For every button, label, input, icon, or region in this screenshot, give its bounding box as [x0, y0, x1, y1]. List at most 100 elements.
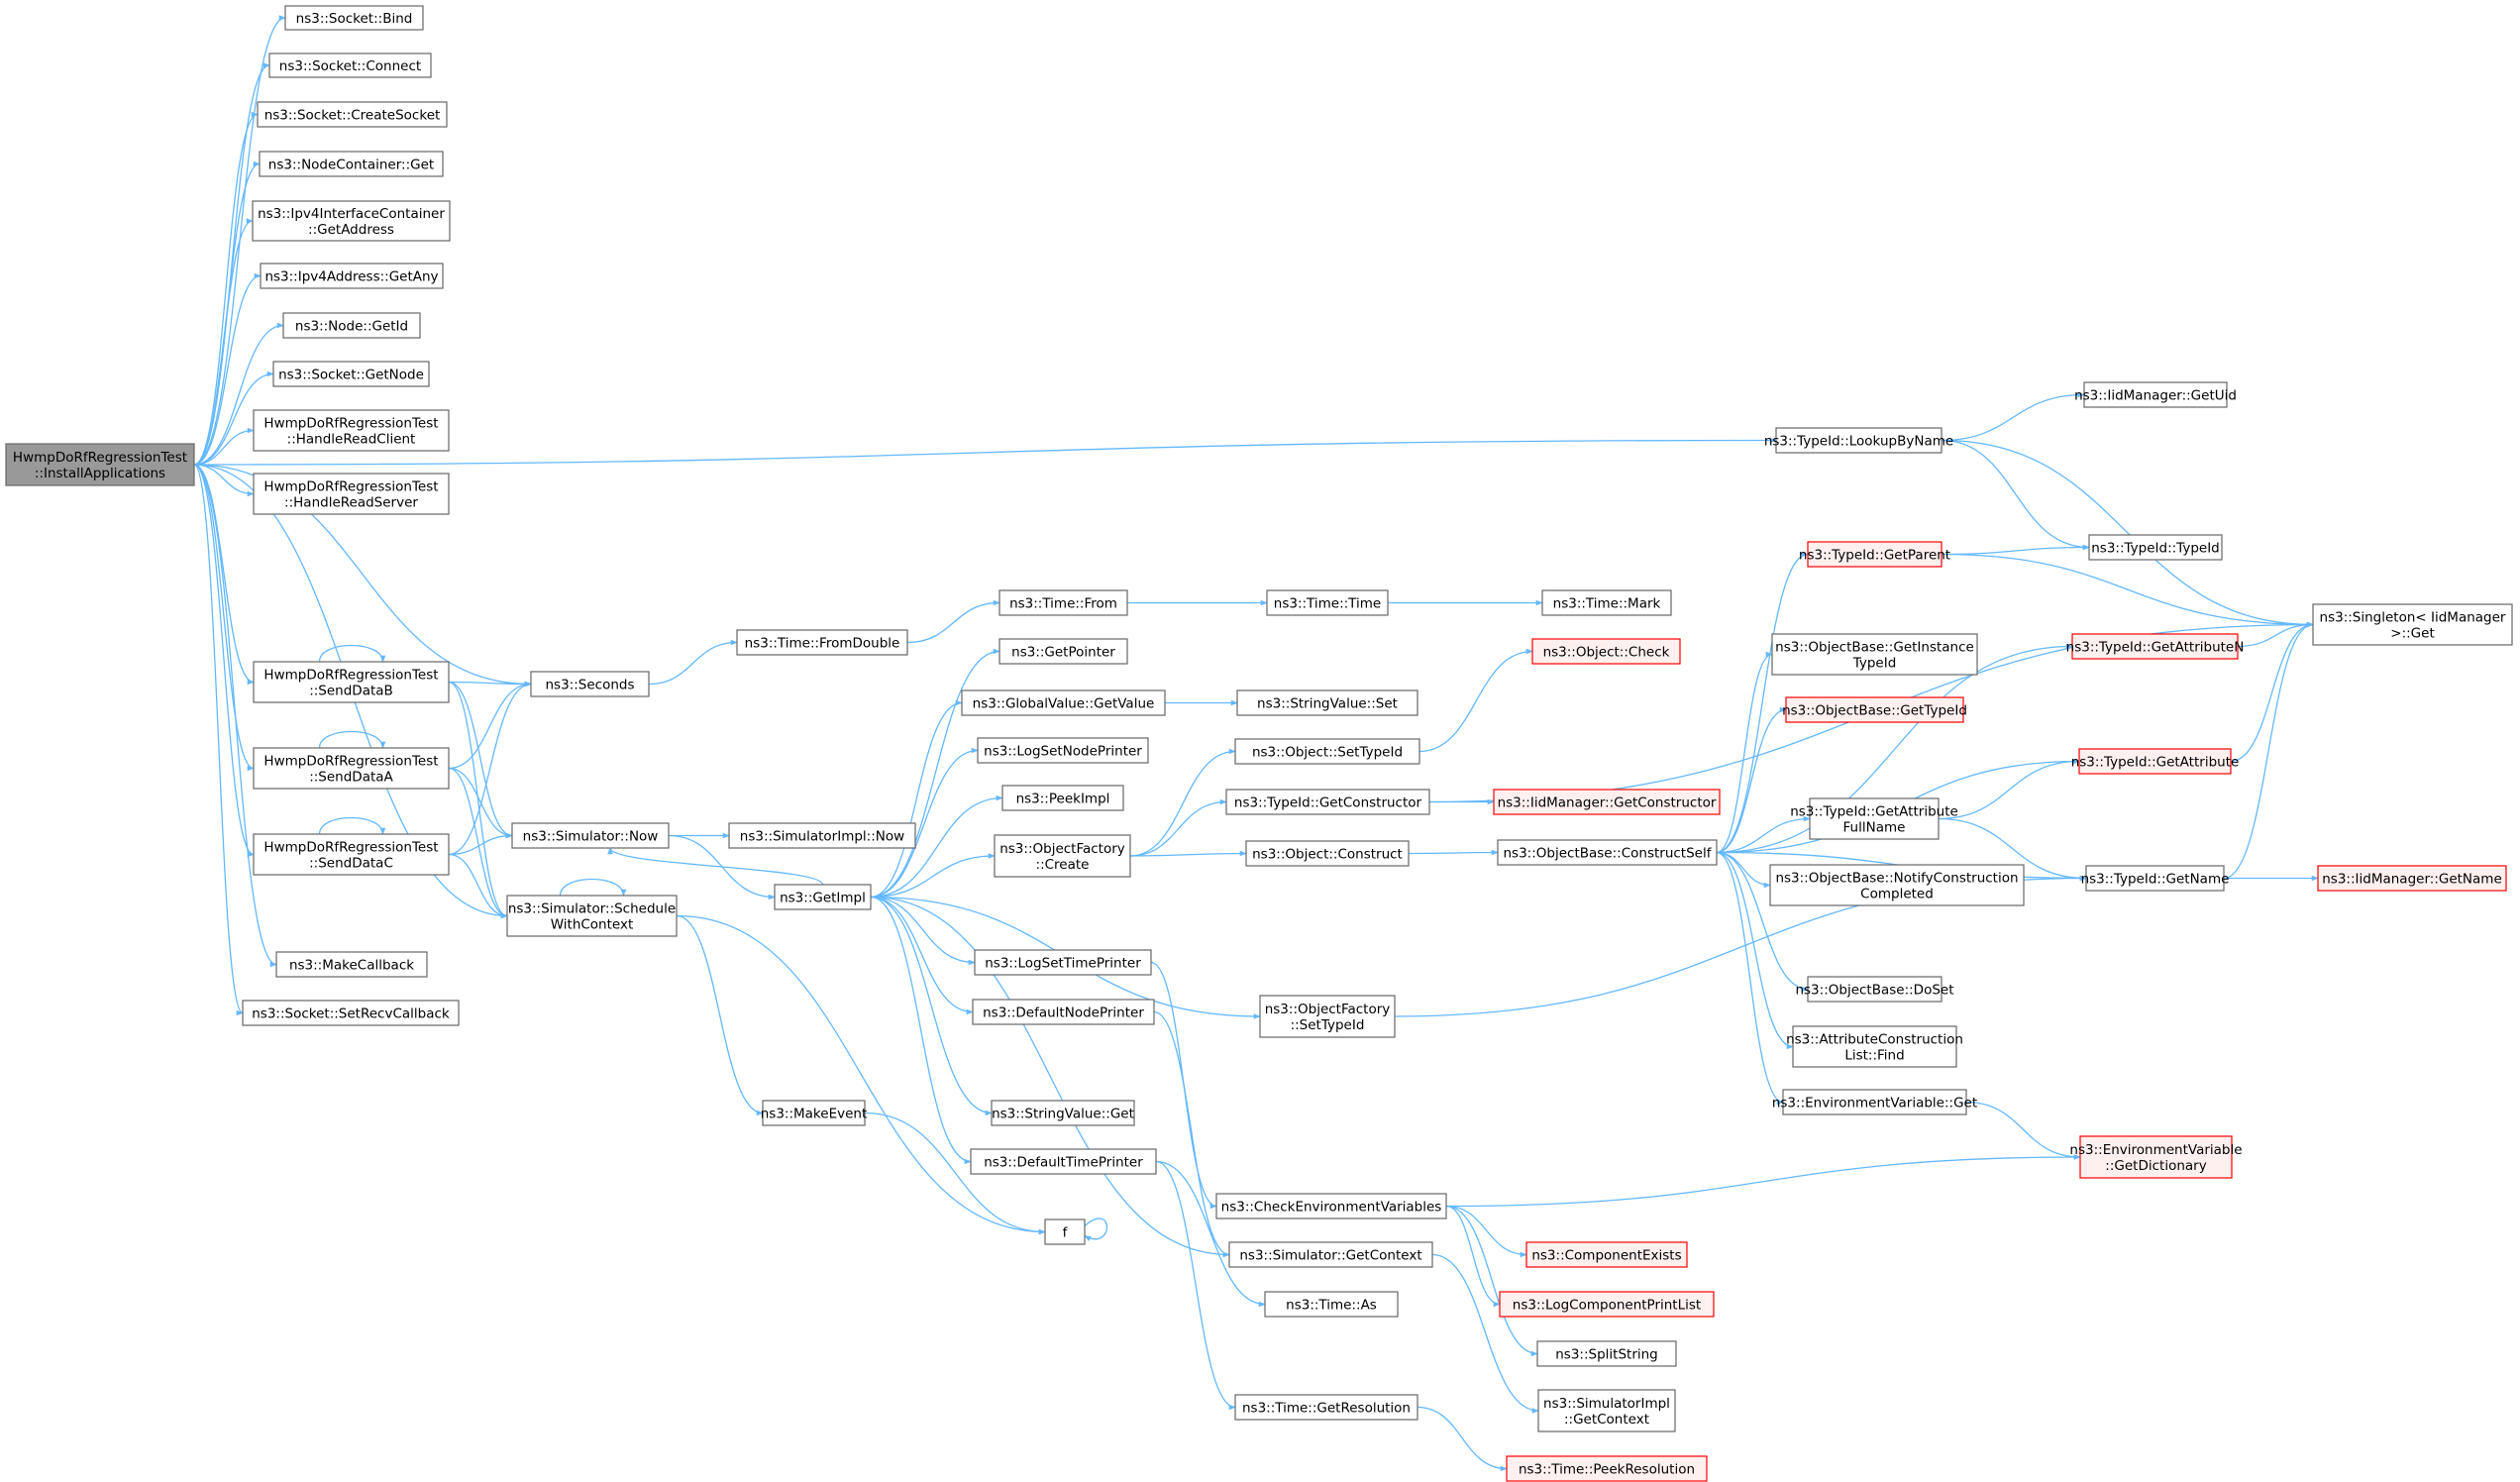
node-obj-check[interactable]: ns3::Object::Check	[1531, 638, 1681, 665]
node-sendb[interactable]: HwmpDoRfRegressionTest::SendDataB	[253, 661, 450, 703]
node-setrecv[interactable]: ns3::Socket::SetRecvCallback	[242, 1000, 460, 1026]
node-of-settypeid[interactable]: ns3::ObjectFactory::SetTypeId	[1259, 995, 1396, 1038]
node-node-getid[interactable]: ns3::Node::GetId	[282, 312, 421, 339]
node-tid-getctor[interactable]: ns3::TypeId::GetConstructor	[1225, 789, 1430, 815]
node-gv-getvalue[interactable]: ns3::GlobalValue::GetValue	[961, 689, 1166, 716]
node-deftime[interactable]: ns3::DefaultTimePrinter	[970, 1148, 1157, 1175]
node-box	[1225, 789, 1430, 815]
node-senda[interactable]: HwmpDoRfRegressionTest::SendDataA	[253, 747, 450, 790]
node-simimplnow[interactable]: ns3::SimulatorImpl::Now	[728, 822, 916, 849]
node-box	[1807, 976, 1942, 1003]
node-box	[1234, 1394, 1418, 1421]
node-sv-set[interactable]: ns3::StringValue::Set	[1236, 689, 1418, 716]
node-peekres[interactable]: ns3::Time::PeekResolution	[1506, 1455, 1708, 1482]
node-makeevent[interactable]: ns3::MakeEvent	[761, 1100, 868, 1126]
node-f[interactable]: f	[1044, 1218, 1086, 1245]
node-timetime[interactable]: ns3::Time::Time	[1266, 589, 1389, 616]
node-time-getres[interactable]: ns3::Time::GetResolution	[1234, 1394, 1418, 1421]
node-label-line: FullName	[1843, 820, 1906, 836]
node-hrs[interactable]: HwmpDoRfRegressionTest::HandleReadServer	[253, 473, 450, 515]
node-logsettime[interactable]: ns3::LogSetTimePrinter	[974, 949, 1152, 976]
nodes-layer: HwmpDoRfRegressionTest::InstallApplicati…	[5, 5, 2513, 1482]
node-timefrom[interactable]: ns3::Time::From	[998, 589, 1128, 616]
node-envvar-dict[interactable]: ns3::EnvironmentVariable::GetDictionary	[2069, 1135, 2243, 1179]
edge-schedctx-self-loop	[559, 878, 627, 897]
node-compexists[interactable]: ns3::ComponentExists	[1525, 1241, 1688, 1268]
node-simnow[interactable]: ns3::Simulator::Now	[511, 822, 670, 849]
node-nc-get[interactable]: ns3::NodeContainer::Get	[259, 151, 444, 177]
node-ipv4ic[interactable]: ns3::Ipv4InterfaceContainer::GetAddress	[252, 200, 451, 242]
node-label-line: ns3::TypeId::GetAttributeN	[2066, 640, 2245, 656]
node-root[interactable]: HwmpDoRfRegressionTest::InstallApplicati…	[5, 443, 195, 486]
node-iid-getuid[interactable]: ns3::IidManager::GetUid	[2074, 381, 2237, 408]
node-socket-getnode[interactable]: ns3::Socket::GetNode	[272, 361, 430, 387]
node-makecallback[interactable]: ns3::MakeCallback	[275, 951, 428, 978]
edge-seconds-to-fromdouble	[648, 639, 738, 686]
node-box	[1536, 1340, 1677, 1367]
node-box	[5, 443, 195, 486]
edge-ob_constructself-to-ob_doset	[1716, 851, 1809, 993]
node-label-line: List::Find	[1844, 1048, 1904, 1064]
node-seconds[interactable]: ns3::Seconds	[530, 671, 650, 697]
node-tid-getparent[interactable]: ns3::TypeId::GetParent	[1799, 541, 1950, 568]
edge-root-to-hrc	[193, 427, 255, 466]
node-ob-gettypeid[interactable]: ns3::ObjectBase::GetTypeId	[1782, 696, 1967, 723]
node-envvar-get[interactable]: ns3::EnvironmentVariable::Get	[1772, 1089, 1977, 1115]
node-time-as[interactable]: ns3::Time::As	[1264, 1291, 1399, 1318]
node-getany[interactable]: ns3::Ipv4Address::GetAny	[260, 263, 444, 289]
node-checkenv[interactable]: ns3::CheckEnvironmentVariables	[1215, 1193, 1447, 1219]
edge-senda-to-schedctx	[448, 767, 508, 919]
node-of-create[interactable]: ns3::ObjectFactory::Create	[994, 834, 1131, 878]
edge-sendb-to-simnow	[448, 681, 513, 839]
edge-schedctx-to-f	[676, 914, 1046, 1235]
node-ob-notify[interactable]: ns3::ObjectBase::NotifyConstructionCompl…	[1769, 864, 2025, 906]
node-peekimpl[interactable]: ns3::PeekImpl	[1001, 785, 1124, 811]
node-label-line: ns3::ObjectBase::ConstructSelf	[1504, 846, 1713, 862]
node-fromdouble[interactable]: ns3::Time::FromDouble	[736, 629, 908, 656]
edge-sendc-to-schedctx	[448, 853, 508, 919]
node-getpointer[interactable]: ns3::GetPointer	[998, 638, 1128, 665]
node-tid-typeid[interactable]: ns3::TypeId::TypeId	[2088, 534, 2223, 561]
node-logsetnode[interactable]: ns3::LogSetNodePrinter	[977, 737, 1149, 764]
node-hrc[interactable]: HwmpDoRfRegressionTest::HandleReadClient	[253, 409, 450, 452]
edge-root-to-makecallback	[193, 464, 277, 968]
node-simimpl-getctx[interactable]: ns3::SimulatorImpl::GetContext	[1537, 1389, 1676, 1432]
node-obj-settypeid[interactable]: ns3::Object::SetTypeId	[1234, 738, 1420, 765]
node-ob-doset[interactable]: ns3::ObjectBase::DoSet	[1795, 976, 1954, 1003]
node-label-line: ::SendDataC	[309, 856, 393, 872]
node-getimpl[interactable]: ns3::GetImpl	[774, 884, 872, 910]
node-label-line: ns3::StringValue::Set	[1257, 696, 1398, 712]
node-iid-getctor[interactable]: ns3::IidManager::GetConstructor	[1493, 789, 1721, 815]
node-tid-getattrn[interactable]: ns3::TypeId::GetAttributeN	[2066, 633, 2245, 660]
node-obj-construct[interactable]: ns3::Object::Construct	[1245, 840, 1410, 867]
node-connect[interactable]: ns3::Socket::Connect	[268, 53, 432, 78]
node-label-line: ns3::Object::Check	[1543, 645, 1670, 661]
edge-ob_constructself-to-ob_getinst	[1716, 651, 1773, 854]
node-ob-constructself[interactable]: ns3::ObjectBase::ConstructSelf	[1497, 839, 1718, 866]
node-label-line: ns3::EnvironmentVariable::Get	[1772, 1096, 1977, 1112]
node-box	[284, 5, 424, 31]
node-box	[1044, 1218, 1086, 1245]
node-label-line: ns3::Seconds	[546, 678, 635, 693]
node-splitstring[interactable]: ns3::SplitString	[1536, 1340, 1677, 1367]
edge-of_create-to-obj_settypeid	[1129, 748, 1236, 857]
node-label-line: WithContext	[551, 917, 634, 933]
node-label-line: ns3::IidManager::GetConstructor	[1498, 795, 1717, 811]
node-tid-getname[interactable]: ns3::TypeId::GetName	[2081, 865, 2230, 892]
node-tid-getattr[interactable]: ns3::TypeId::GetAttribute	[2071, 748, 2240, 775]
node-lookupbyname[interactable]: ns3::TypeId::LookupByName	[1764, 427, 1953, 454]
node-sv-get[interactable]: ns3::StringValue::Get	[991, 1100, 1135, 1126]
node-bind[interactable]: ns3::Socket::Bind	[284, 5, 424, 31]
node-iid-getname[interactable]: ns3::IidManager::GetName	[2317, 865, 2507, 892]
node-timemark[interactable]: ns3::Time::Mark	[1541, 589, 1672, 616]
node-defnode[interactable]: ns3::DefaultNodePrinter	[972, 999, 1155, 1025]
node-logcomplist[interactable]: ns3::LogComponentPrintList	[1499, 1291, 1715, 1318]
node-sendc[interactable]: HwmpDoRfRegressionTest::SendDataC	[253, 833, 450, 876]
node-sim-getctx[interactable]: ns3::Simulator::GetContext	[1228, 1241, 1433, 1268]
node-createsocket[interactable]: ns3::Socket::CreateSocket	[257, 101, 448, 128]
node-singleton-get[interactable]: ns3::Singleton< IidManager >::Get	[2312, 603, 2513, 646]
